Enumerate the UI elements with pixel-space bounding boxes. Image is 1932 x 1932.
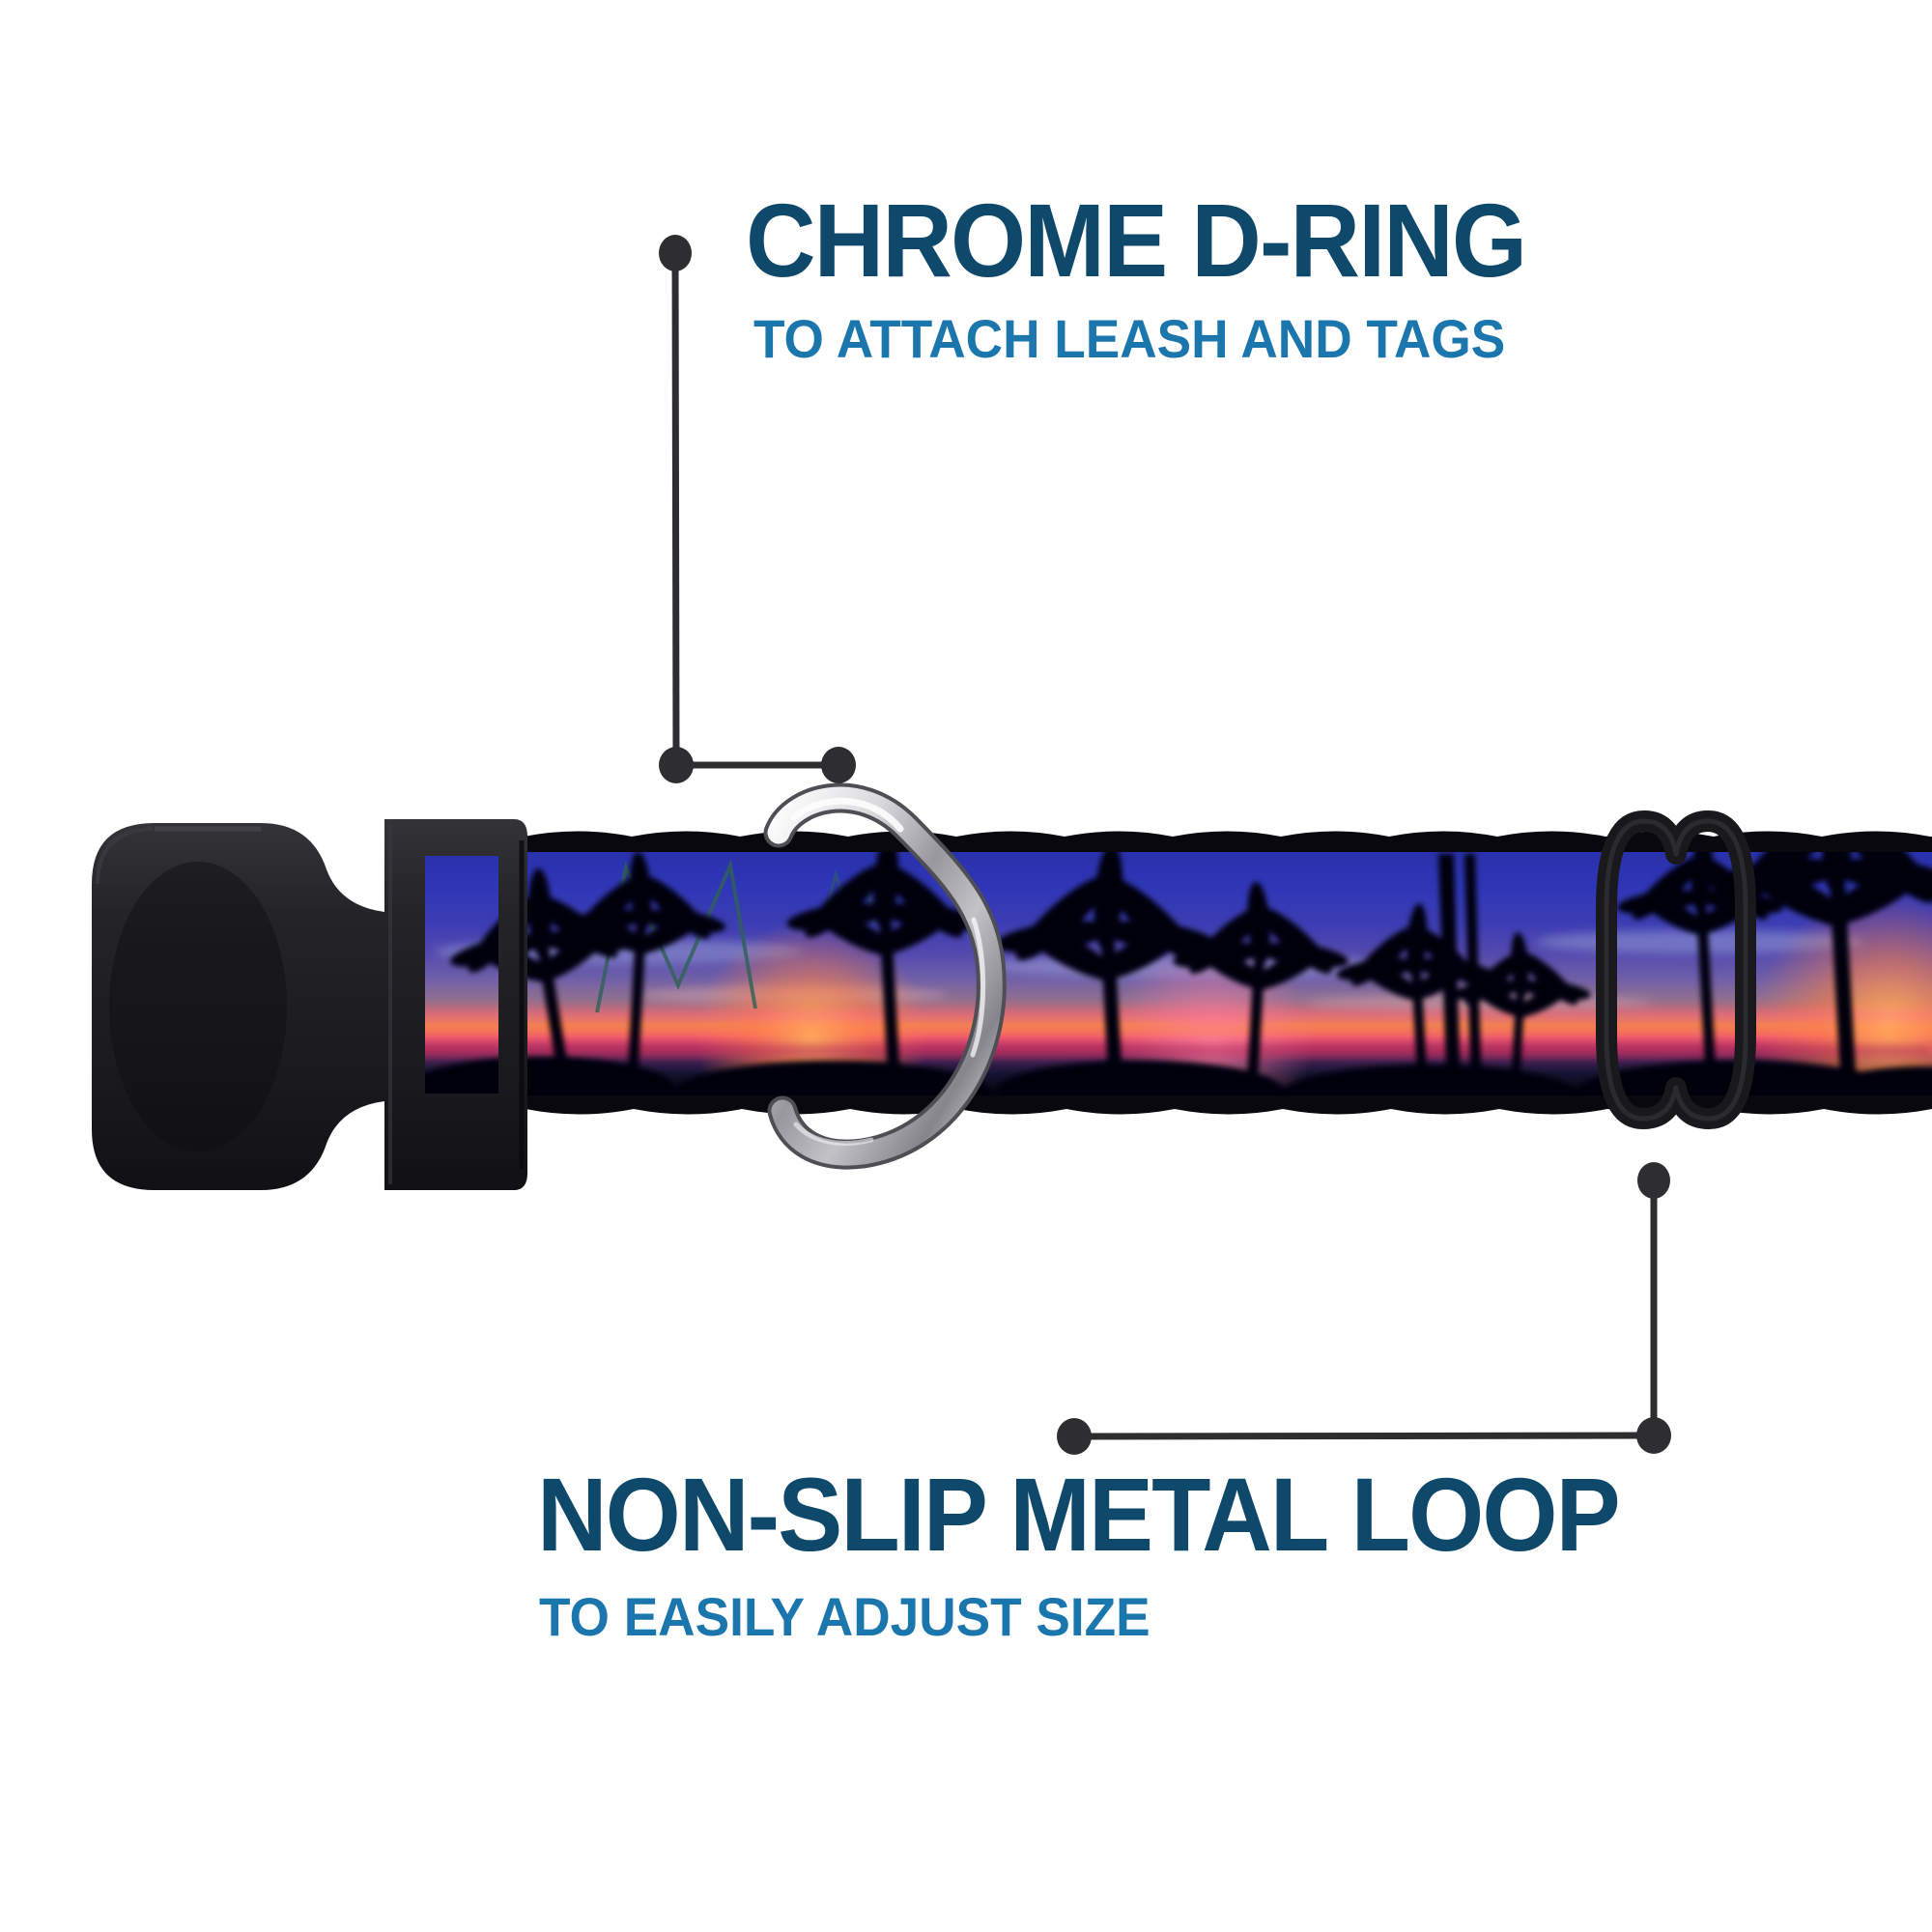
d-ring-title: CHROME D-RING (746, 182, 1527, 298)
metal-loop-title: NON-SLIP METAL LOOP (537, 1456, 1621, 1573)
callout-metal-loop (1057, 1162, 1671, 1455)
palm-silhouettes (415, 852, 1932, 1095)
callout-dot (1057, 1418, 1092, 1455)
callout-d-ring (659, 235, 856, 783)
metal-loop-subtitle: TO EASILY ADJUST SIZE (539, 1586, 1151, 1647)
non-slip-metal-loop (1596, 810, 1756, 1129)
callout-dot (821, 747, 856, 783)
callout-dot (1637, 1162, 1670, 1199)
plastic-buckle (92, 819, 527, 1190)
d-ring-subtitle: TO ATTACH LEASH AND TAGS (753, 308, 1506, 369)
chrome-d-ring (763, 782, 1007, 1170)
callout-dot (659, 747, 694, 783)
callout-dot (659, 235, 692, 271)
webbing-strap (415, 831, 1932, 1115)
callout-dot (1636, 1417, 1671, 1454)
